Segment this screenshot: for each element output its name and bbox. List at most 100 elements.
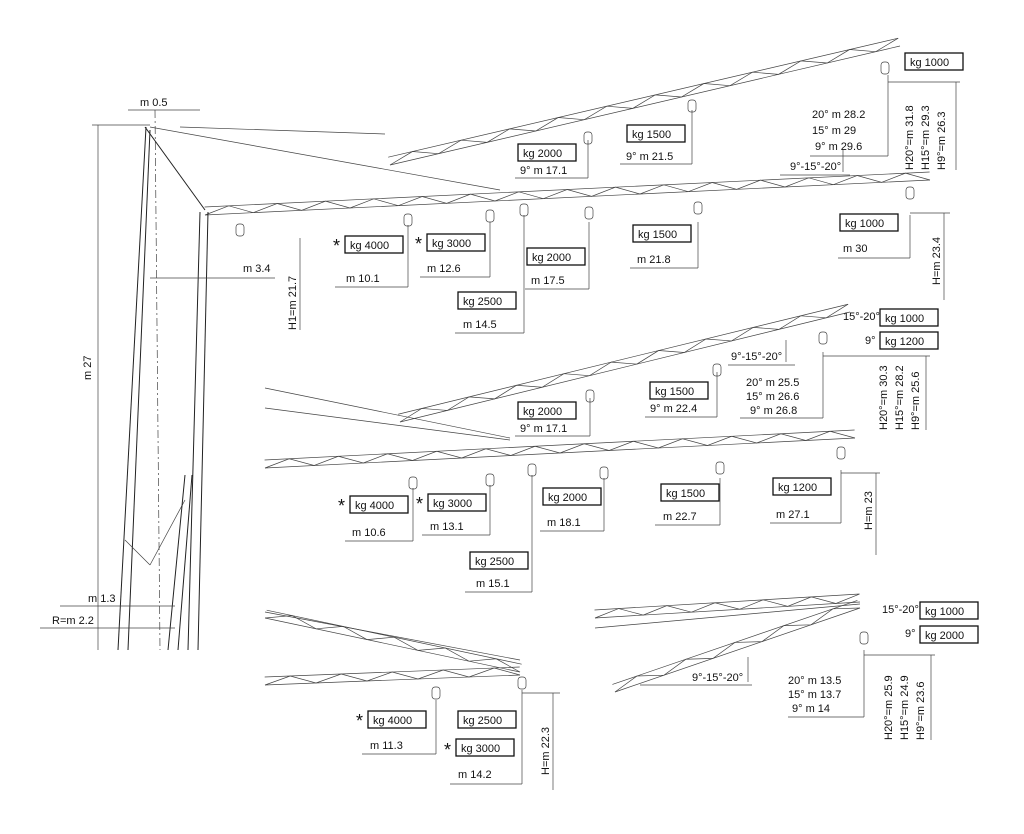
- star-mark: *: [415, 234, 422, 254]
- svg-text:kg 1500: kg 1500: [638, 229, 677, 241]
- radius-label: m 14.2: [458, 769, 492, 781]
- hook-icon: [408, 476, 418, 490]
- load-box: kg 1200: [772, 477, 832, 496]
- config-a-luffed: 9°-15°-20° kg 1000 20° m 28.2 15° m 29 9…: [515, 52, 964, 179]
- radius-15: 15° m 29: [812, 125, 856, 137]
- hook-icon: [818, 331, 828, 345]
- hook-icon: [715, 461, 725, 475]
- hook-icon: [880, 61, 890, 75]
- load-box: kg 4000: [367, 710, 427, 729]
- radius-15: 15° m 13.7: [788, 689, 841, 701]
- radius-label: m 27.1: [776, 509, 810, 521]
- height-label: H=m 23: [863, 491, 875, 530]
- svg-text:kg 2500: kg 2500: [463, 296, 502, 308]
- angle-label: 15°-20°: [843, 311, 880, 323]
- radius-9: 9° m 29.6: [815, 141, 862, 153]
- mast-height: m 27: [82, 356, 94, 380]
- hook-icon: [235, 223, 245, 237]
- mast-top-offset: m 0.5: [140, 97, 168, 109]
- config-b-horizontal: * kg 4000 m 10.6 * kg 3000 m 13.1 kg 250…: [338, 470, 880, 593]
- svg-text:kg 2000: kg 2000: [925, 630, 964, 642]
- svg-text:kg 1000: kg 1000: [925, 606, 964, 618]
- height-20: H20°=m 25.9: [883, 675, 895, 740]
- svg-text:kg 1500: kg 1500: [655, 386, 694, 398]
- load-box: kg 2500: [457, 291, 517, 310]
- load-box: kg 2000: [517, 143, 577, 162]
- svg-text:kg 1500: kg 1500: [632, 129, 671, 141]
- base-dimension: m 1.3: [88, 593, 116, 605]
- svg-text:kg 3000: kg 3000: [433, 498, 472, 510]
- svg-text:kg 1000: kg 1000: [885, 313, 924, 325]
- load-box: kg 1000: [919, 601, 979, 620]
- radius-label: m 10.6: [352, 527, 386, 539]
- radius-9: 9° m 26.8: [750, 405, 797, 417]
- height-label: H=m 22.3: [540, 727, 552, 775]
- boom-truss: [264, 666, 521, 686]
- hook-icon: [485, 209, 495, 223]
- load-box: kg 2000: [517, 401, 577, 420]
- radius-20: 20° m 25.5: [746, 377, 799, 389]
- height-9: H9°=m 23.6: [915, 681, 927, 740]
- radius-15: 15° m 26.6: [746, 391, 799, 403]
- h1-height: H1=m 21.7: [287, 276, 299, 330]
- hook-icon: [584, 206, 594, 220]
- mast: [117, 109, 501, 651]
- radius-label: 9° m 17.1: [520, 165, 567, 177]
- config-a-horizontal: * kg 4000 m 10.1 * kg 3000 m 12.6 kg 250…: [333, 212, 950, 334]
- hook-icon: [527, 463, 537, 477]
- star-mark: *: [333, 236, 340, 256]
- mast-dimensions: m 0.5 m 27 m 3.4 H1=m 21.7 m 1.3 R=m 2.2: [40, 97, 301, 650]
- svg-text:kg 3000: kg 3000: [461, 743, 500, 755]
- hook-icon: [485, 473, 495, 487]
- load-box: kg 3000: [427, 493, 487, 512]
- radius-label: 9° m 22.4: [650, 403, 697, 415]
- angle-label: 9°: [865, 335, 876, 347]
- svg-text:kg 2000: kg 2000: [523, 406, 562, 418]
- hook-icon: [517, 676, 527, 690]
- config-d: 15°-20° kg 1000 9° kg 2000 9°-15°-20° 20…: [640, 601, 979, 740]
- radius-label: m 22.7: [663, 511, 697, 523]
- boom-truss: [612, 600, 861, 693]
- svg-text:kg 1200: kg 1200: [778, 482, 817, 494]
- load-box: kg 1500: [632, 224, 692, 243]
- hook-icon: [693, 201, 703, 215]
- base-radius: R=m 2.2: [52, 615, 94, 627]
- radius-label: m 17.5: [531, 275, 565, 287]
- svg-text:kg 2500: kg 2500: [463, 715, 502, 727]
- hook-icon: [431, 686, 441, 700]
- height-15: H15°=m 24.9: [899, 675, 911, 740]
- load-box: kg 1200: [879, 331, 939, 350]
- load-box: kg 3000: [426, 233, 486, 252]
- jib-offset: m 3.4: [243, 263, 271, 275]
- radius-20: 20° m 28.2: [812, 109, 865, 121]
- radius-20: 20° m 13.5: [788, 675, 841, 687]
- radius-9: 9° m 14: [792, 703, 830, 715]
- height-9: H9°=m 25.6: [910, 371, 922, 430]
- height-9: H9°=m 26.3: [936, 111, 948, 170]
- radius-label: m 14.5: [463, 319, 497, 331]
- load-box: kg 2500: [469, 551, 529, 570]
- boom-truss: [264, 609, 522, 673]
- radius-label: m 18.1: [547, 517, 581, 529]
- height-15: H15°=m 29.3: [920, 105, 932, 170]
- load-box: kg 1500: [626, 124, 686, 143]
- svg-text:kg 4000: kg 4000: [373, 715, 412, 727]
- svg-text:kg 1200: kg 1200: [885, 336, 924, 348]
- svg-text:kg 3000: kg 3000: [432, 238, 471, 250]
- radius-label: m 21.8: [637, 254, 671, 266]
- radius-label: 9° m 17.1: [520, 423, 567, 435]
- angle-label: 9°-15°-20°: [790, 161, 841, 173]
- radius-label: m 10.1: [346, 273, 380, 285]
- star-mark: *: [416, 494, 423, 514]
- boom-truss: [264, 429, 856, 469]
- radius-label: m 13.1: [430, 521, 464, 533]
- boom-truss: [594, 593, 861, 619]
- angle-label: 9°-15°-20°: [731, 351, 782, 363]
- height-20: H20°=m 31.8: [904, 105, 916, 170]
- hook-icon: [519, 203, 529, 217]
- height-20: H20°=m 30.3: [878, 365, 890, 430]
- load-box: kg 3000: [455, 738, 515, 757]
- hook-icon: [836, 446, 846, 460]
- svg-text:kg 2000: kg 2000: [548, 492, 587, 504]
- angle-label: 15°-20°: [882, 604, 919, 616]
